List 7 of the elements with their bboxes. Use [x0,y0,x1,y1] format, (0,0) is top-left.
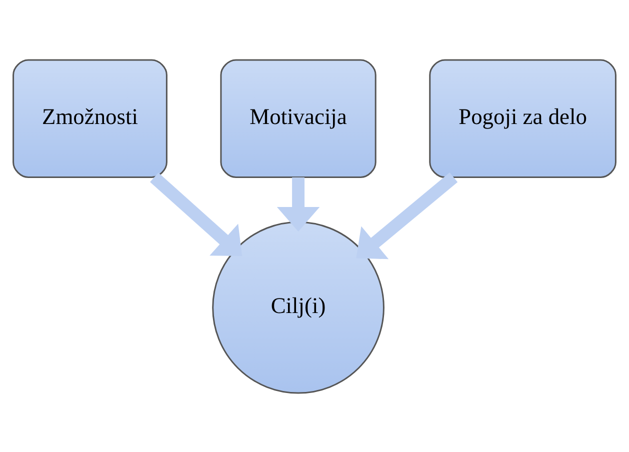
node-circle: Cilj(i) [212,220,384,394]
arrow [276,176,320,231]
arrow [356,172,458,259]
arrow [150,172,242,256]
node-box: Motivacija [220,58,376,178]
node-box: Pogoji za delo [429,58,616,178]
node-box: Zmožnosti [12,58,168,178]
